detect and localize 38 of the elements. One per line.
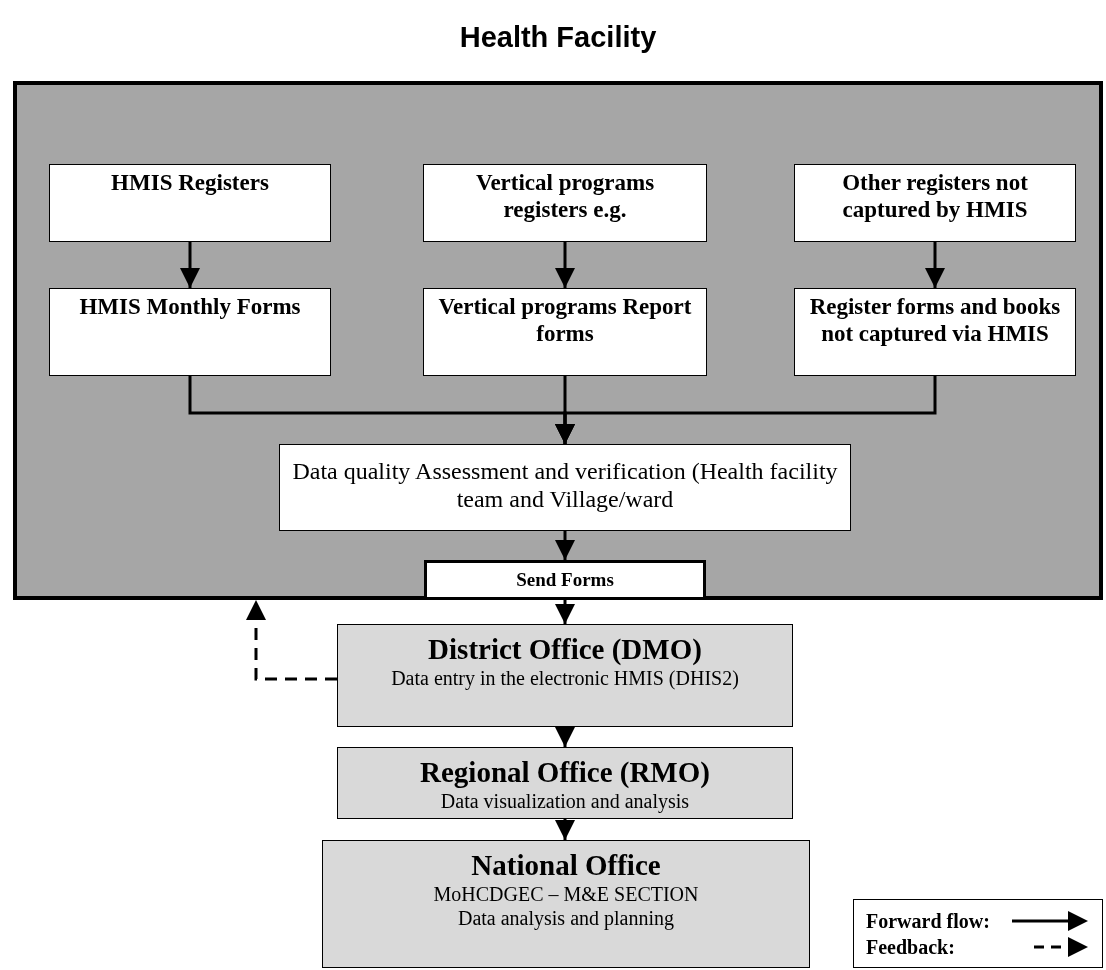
office-box [322,840,810,968]
office-title: Regional Office (RMO) [420,756,710,789]
box-label: HMIS Monthly Forms [79,293,301,320]
legend-label: Feedback: [866,935,955,960]
process-box [423,288,707,376]
process-box [49,288,331,376]
process-box [423,164,707,242]
feedback-arrow [246,600,337,681]
process-box [794,288,1076,376]
box-label: Register forms and books not captured via HMIS [808,293,1062,347]
box-label: HMIS Registers [111,169,269,196]
flow-arrow [555,600,575,624]
box-label: Send Forms [516,569,614,591]
box-label: Vertical programs registers e.g. [474,169,656,223]
flow-arrow [180,242,200,288]
office-title: National Office [471,849,661,882]
panel-heading: Health Facility [459,20,657,54]
flow-arrow [925,242,945,288]
flow-arrow [555,531,575,560]
legend-label: Forward flow: [866,909,990,934]
process-box [794,164,1076,242]
box-label: Data analysis and planning [457,906,675,930]
flow-arrow [555,819,575,840]
office-title: District Office (DMO) [428,633,702,666]
box-label: Other registers not captured by HMIS [841,169,1029,223]
process-box [279,444,851,531]
flow-arrow [555,727,575,747]
box-label: MoHCDGEC – M&E SECTION [433,882,699,906]
office-box [337,624,793,727]
box-label: Data quality Assessment and verification (Health facility team and Village/ward [292,457,838,513]
flow-arrow [555,376,937,444]
box-label: Vertical programs Report forms [437,293,693,347]
flow-arrow [555,242,575,288]
box-label: Data visualization and analysis [440,789,690,813]
process-box [49,164,331,242]
process-box [424,560,706,600]
box-label: Data entry in the electronic HMIS (DHIS2) [391,666,739,690]
office-box [337,747,793,819]
